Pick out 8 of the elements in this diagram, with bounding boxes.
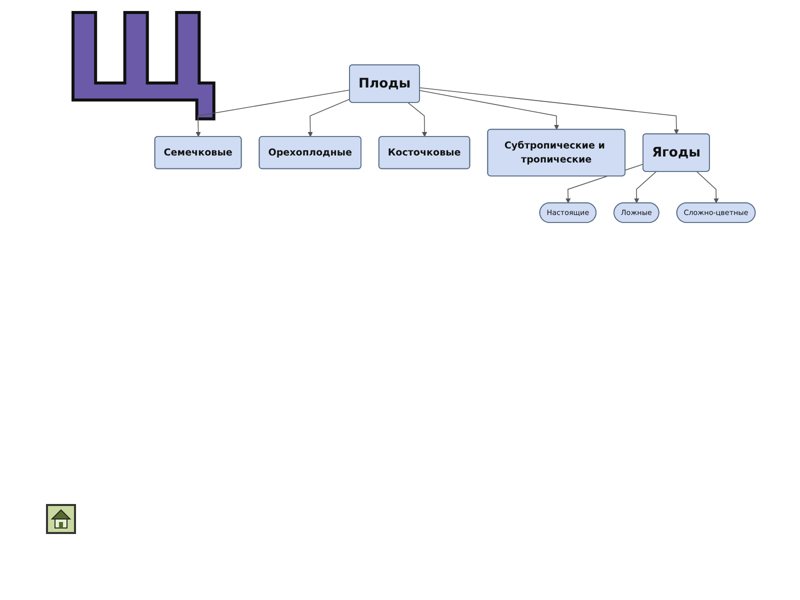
arrow: [419, 90, 560, 130]
arrow: [408, 102, 428, 137]
arrow: [196, 90, 350, 137]
arrow: [634, 171, 656, 204]
arrow: [308, 98, 350, 137]
arrow: [419, 87, 680, 134]
decorative-letter: Щ: [62, 0, 222, 120]
arrow: [696, 171, 719, 204]
